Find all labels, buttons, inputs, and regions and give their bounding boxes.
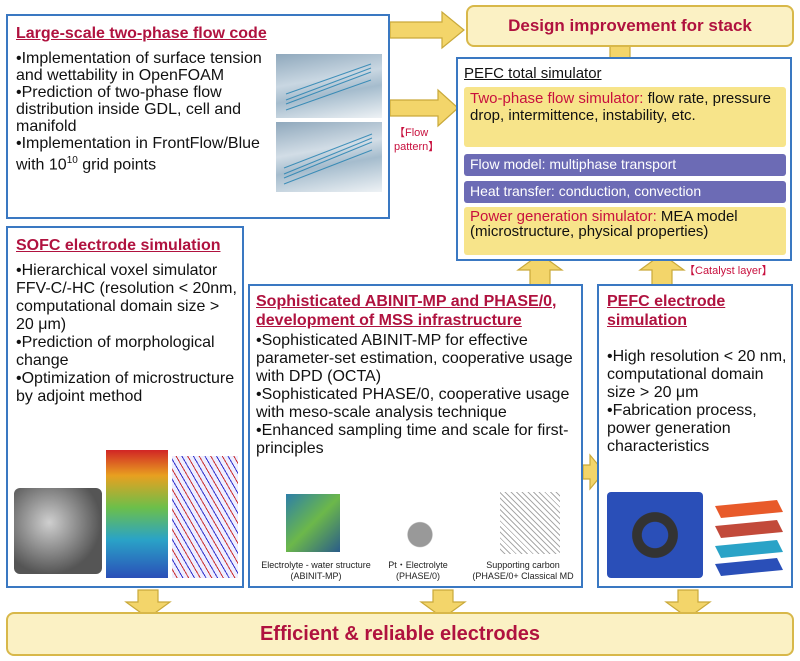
- supporting-carbon-image: [500, 492, 560, 554]
- sofc-color-map-image: [106, 450, 168, 578]
- power-generation-simulator-bar: Power generation simulator: MEA model (m…: [464, 207, 786, 255]
- caption-electrolyte-water: Electrolyte - water structure(ABINIT-MP): [261, 560, 371, 581]
- pefc-electrode-panel: PEFC electrode simulation •High resoluti…: [597, 284, 793, 588]
- pefc-electrode-title: PEFC electrode simulation: [607, 293, 726, 329]
- arrow-flow-to-design: [389, 10, 465, 50]
- arrow-abinit-down: [419, 589, 467, 619]
- sofc-microstructure-image: [14, 488, 102, 574]
- arrow-flow-to-pefc-total: [389, 88, 459, 128]
- pt-electrolyte-image: [400, 494, 440, 552]
- flow-code-panel: Large-scale two-phase flow code •Impleme…: [6, 14, 390, 219]
- flow-code-bullets: •Implementation of surface tension and w…: [16, 50, 262, 174]
- heat-transfer-bar: Heat transfer: conduction, convection: [464, 181, 786, 203]
- caption-pt-electrolyte: Pt・Electrolyte(PHASE/0): [388, 560, 448, 581]
- efficient-electrodes-banner: Efficient & reliable electrodes: [6, 612, 794, 656]
- catalyst-layer-label: 【Catalyst layer】: [684, 265, 773, 277]
- pefc-electrode-bullets: •High resolution < 20 nm, computational …: [607, 348, 787, 455]
- abinit-phase-panel: Sophisticated ABINIT-MP and PHASE/0, dev…: [248, 284, 583, 588]
- abinit-title: Sophisticated ABINIT-MP and PHASE/0, dev…: [256, 293, 557, 329]
- abinit-bullets: •Sophisticated ABINIT-MP for effective p…: [256, 332, 573, 457]
- arrow-electrode-down: [664, 589, 712, 619]
- sofc-title: SOFC electrode simulation: [16, 237, 221, 254]
- electrolyte-water-image: [286, 494, 340, 552]
- arrow-electrode-to-pefc-total: [638, 253, 686, 286]
- flow-simulation-image-top: [276, 54, 382, 118]
- sofc-panel: SOFC electrode simulation •Hierarchical …: [6, 226, 244, 588]
- flow-simulation-image-bottom: [276, 122, 382, 192]
- pefc-electrode-structure-image: [607, 492, 703, 578]
- pefc-total-title: PEFC total simulator: [464, 65, 602, 82]
- pefc-electrode-layers-image: [707, 492, 787, 578]
- design-improvement-banner: Design improvement for stack: [466, 5, 794, 47]
- two-phase-flow-simulator-bar: Two-phase flow simulator: flow rate, pre…: [464, 87, 786, 147]
- pefc-total-simulator-panel: PEFC total simulator Two-phase flow simu…: [456, 57, 792, 261]
- arrow-abinit-to-pefc-total: [516, 253, 564, 286]
- caption-supporting-carbon: Supporting carbon(PHASE/0+ Classical MD: [472, 560, 574, 581]
- flow-code-title: Large-scale two-phase flow code: [16, 25, 267, 42]
- sofc-network-image: [172, 456, 238, 578]
- sofc-bullets: •Hierarchical voxel simulator FFV-C/-HC …: [16, 262, 237, 405]
- arrow-sofc-down: [124, 589, 172, 619]
- flow-pattern-label: 【Flow pattern】: [394, 127, 440, 153]
- flow-model-bar: Flow model: multiphase transport: [464, 154, 786, 176]
